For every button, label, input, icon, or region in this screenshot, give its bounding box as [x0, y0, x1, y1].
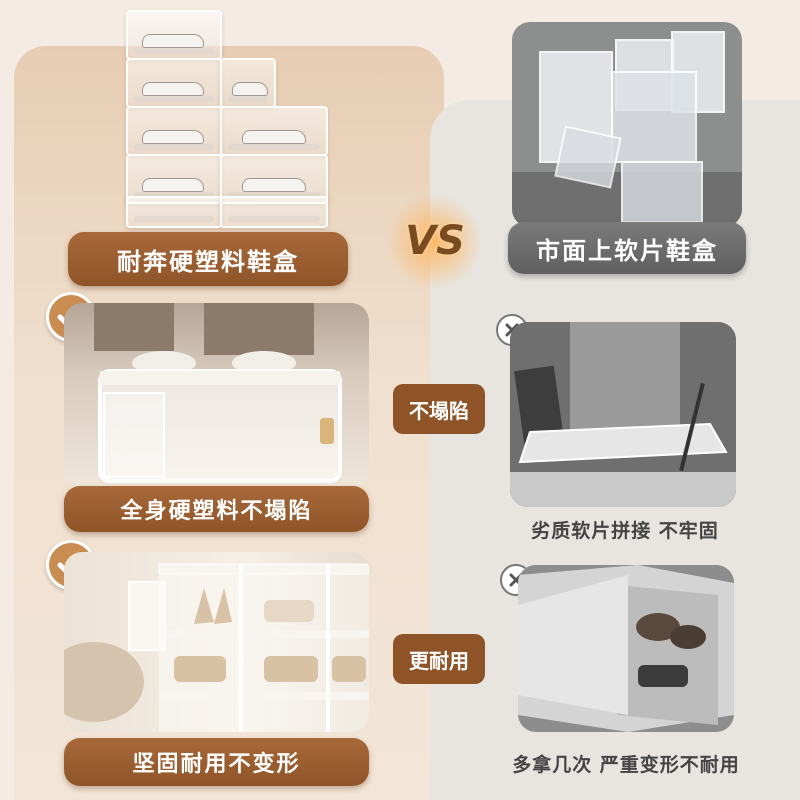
- hard-box-shelf-image: [64, 552, 369, 732]
- vs-text: VS: [405, 218, 465, 264]
- shoe-box: [220, 196, 328, 228]
- soft-box-deformed-image: [518, 565, 734, 732]
- market-soft-box-image: [512, 22, 742, 227]
- shoe-box: [220, 58, 276, 108]
- soft-box-title-label: 市面上软片鞋盒: [508, 222, 746, 274]
- shoe-box: [126, 106, 222, 156]
- no-collapse-feature-label: 全身硬塑料不塌陷: [64, 486, 369, 532]
- no-collapse-tag: 不塌陷: [393, 384, 485, 434]
- deform-caption: 多拿几次 严重变形不耐用: [512, 754, 740, 776]
- durable-tag: 更耐用: [393, 634, 485, 684]
- shoe-box: [126, 196, 222, 228]
- shoe-box: [220, 106, 328, 156]
- hard-box-title-label: 耐奔硬塑料鞋盒: [68, 232, 348, 286]
- hard-box-stand-test-image: [64, 303, 369, 488]
- soft-box-collapse-image: [510, 322, 736, 507]
- weak-joint-caption: 劣质软片拼接 不牢固: [531, 520, 719, 542]
- shoe-box: [126, 58, 222, 108]
- hard-shoe-box-stack-image: [120, 8, 330, 228]
- shoe-box: [126, 10, 222, 60]
- durable-feature-label: 坚固耐用不变形: [64, 738, 369, 786]
- vs-emblem: VS: [385, 190, 485, 290]
